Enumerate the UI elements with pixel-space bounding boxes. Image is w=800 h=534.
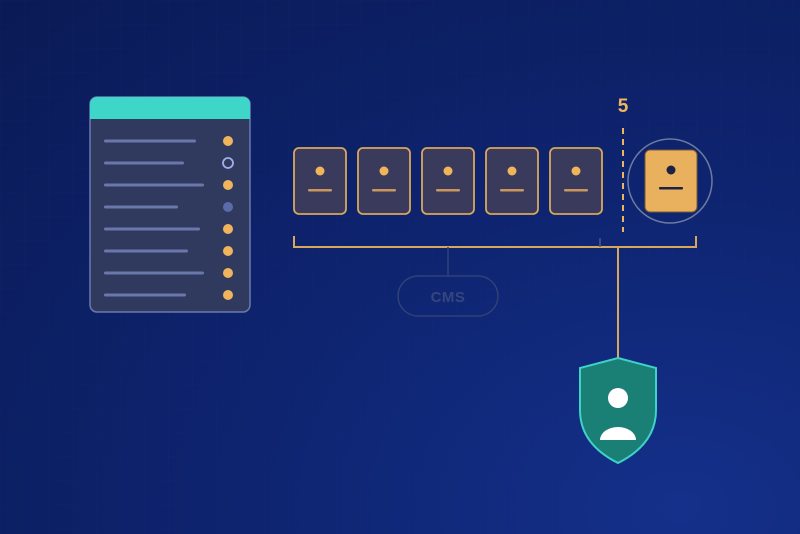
status-dot-ring [222,157,234,169]
user-card [485,147,539,215]
user-card-head [379,166,389,176]
cards-row [293,147,603,215]
cards-bracket [293,236,697,358]
status-dot-filled [223,290,233,300]
list-item-line [104,161,184,165]
status-dot-filled [223,268,233,278]
user-card [357,147,411,215]
user-card-icon [644,149,698,213]
user-card-line [659,187,683,190]
cms-label: CMS [431,289,466,306]
limit-label: 5 [618,96,629,117]
user-card-line [436,189,460,192]
list-item-line [104,183,204,187]
list-item [104,268,233,278]
list-panel-header [90,97,250,119]
highlight-ring [627,138,713,224]
list-item [104,157,234,169]
status-dot-muted [223,202,233,212]
bracket-line [293,236,697,248]
limit-marker: 5 [618,96,629,232]
status-dot-filled [223,180,233,190]
shield-user-head [608,388,628,408]
user-card-frame [357,147,411,215]
list-item-line [104,271,204,275]
shield-user-body [600,427,636,440]
list-panel [89,96,251,313]
status-dot-filled [223,246,233,256]
user-card [293,147,347,215]
user-card-head [666,165,676,175]
list-item [104,246,233,256]
list-item [104,180,233,190]
user-card [549,147,603,215]
status-dot-filled [223,224,233,234]
user-card-frame [293,147,347,215]
list-item [104,202,233,212]
user-card [421,147,475,215]
cms-pill: CMS [397,275,499,317]
shield-shape [579,356,657,465]
list-item-line [104,227,200,231]
highlighted-card [627,138,713,224]
user-card-frame [485,147,539,215]
user-card-head [507,166,517,176]
user-card-frame [549,147,603,215]
list-item [104,290,233,300]
user-card-frame [421,147,475,215]
user-card-line [500,189,524,192]
list-item-line [104,249,188,253]
user-card-head [571,166,581,176]
user-card-head [443,166,453,176]
user-card-line [308,189,332,192]
list-item-line [104,205,178,209]
list-item-line [104,293,186,297]
user-card-head [315,166,325,176]
user-card-line [372,189,396,192]
cms-pill-outline [397,275,499,317]
status-dot-filled [223,136,233,146]
user-card-line [564,189,588,192]
list-item-line [104,139,196,143]
user-shield-icon [579,356,657,465]
list-item [104,224,233,234]
list-item [104,136,233,146]
